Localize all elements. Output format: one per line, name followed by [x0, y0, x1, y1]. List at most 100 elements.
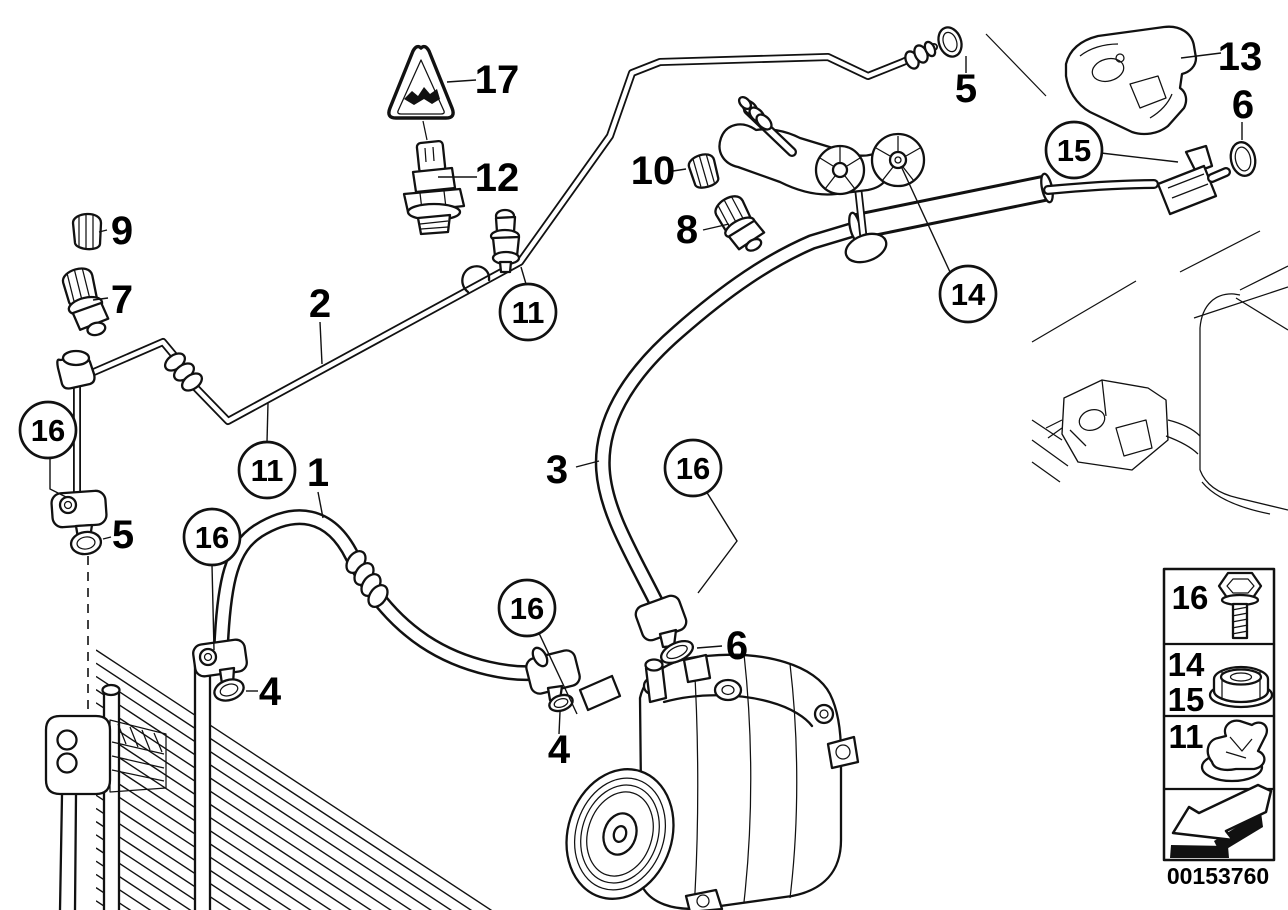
refrigerant-lines: [50, 26, 1257, 713]
callout-label[interactable]: 16: [510, 591, 544, 626]
callout-circled-16[interactable]: 16: [182, 507, 242, 567]
callout-label[interactable]: 4: [259, 670, 282, 714]
callout-leader-line: [211, 564, 215, 651]
callout-circle[interactable]: [237, 440, 297, 500]
legend-item-nut[interactable]: 14 15: [1168, 646, 1274, 718]
o-ring-6-mid: [659, 639, 695, 665]
callout-label[interactable]: 16: [31, 413, 65, 448]
callout-leader-line: [1180, 52, 1222, 59]
callout-circled-14[interactable]: 14: [938, 264, 998, 324]
callout-12[interactable]: 12: [475, 156, 520, 200]
callout-leader-line: [537, 630, 578, 715]
callout-leader-line: [446, 79, 477, 83]
callout-label[interactable]: 5: [112, 513, 134, 557]
callout-circle[interactable]: [1044, 120, 1104, 180]
callout-circle[interactable]: [182, 507, 242, 567]
callout-7[interactable]: 7: [111, 278, 133, 322]
legend-item-direction[interactable]: [1170, 783, 1273, 858]
callout-label[interactable]: 8: [676, 208, 698, 252]
callout-1[interactable]: 1: [307, 451, 329, 495]
fitting-16-hose3: [634, 594, 688, 649]
bracket-13: [1064, 25, 1198, 136]
callout-circled-11[interactable]: 11: [237, 440, 297, 500]
legend-label-14: 14: [1168, 646, 1205, 683]
callout-label[interactable]: 17: [475, 58, 520, 102]
callout-label[interactable]: 9: [111, 209, 133, 253]
callout-label[interactable]: 11: [251, 453, 284, 488]
callout-13[interactable]: 13: [1218, 35, 1263, 79]
callout-label[interactable]: 1: [307, 451, 329, 495]
callout-label[interactable]: 3: [546, 448, 568, 492]
legend-item-screw[interactable]: 16: [1172, 571, 1263, 640]
callout-3[interactable]: 3: [546, 448, 568, 492]
legend-item-clip[interactable]: 11: [1169, 718, 1269, 783]
callout-2[interactable]: 2: [309, 282, 331, 326]
service-port-junction: [718, 95, 926, 264]
callout-5[interactable]: 5: [112, 513, 134, 557]
legend-label-15: 15: [1168, 681, 1205, 718]
callout-17[interactable]: 17: [475, 58, 520, 102]
callout-circled-15[interactable]: 15: [1044, 120, 1104, 180]
callout-circle[interactable]: [18, 400, 78, 460]
callout-circle[interactable]: [663, 438, 723, 498]
callout-4[interactable]: 4: [548, 728, 571, 772]
callout-leader-line: [92, 297, 109, 301]
callout-leader-line: [319, 321, 323, 365]
drier-bracket: [44, 714, 112, 796]
callout-label[interactable]: 11: [512, 295, 545, 330]
fitting-16-left: [50, 489, 108, 540]
callout-label[interactable]: 13: [1218, 35, 1263, 79]
callout-4[interactable]: 4: [259, 670, 282, 714]
callout-circle[interactable]: [498, 282, 558, 342]
callout-circle[interactable]: [497, 578, 557, 638]
fitting-16-hose1: [525, 646, 581, 702]
callout-label[interactable]: 5: [955, 67, 977, 111]
valve-cap-9: [71, 212, 103, 251]
callout-label[interactable]: 7: [111, 278, 133, 322]
callout-leader-line: [317, 491, 324, 519]
callout-leader-line: [102, 536, 112, 540]
firewall-inset: [985, 33, 1288, 515]
callout-label[interactable]: 6: [726, 624, 748, 668]
callout-leader-line: [697, 490, 738, 594]
callout-6[interactable]: 6: [1232, 83, 1254, 127]
callout-label[interactable]: 14: [951, 277, 986, 312]
callout-leader-line: [575, 460, 600, 468]
callout-label[interactable]: 16: [195, 520, 229, 555]
condenser: [44, 556, 493, 910]
callout-5[interactable]: 5: [955, 67, 977, 111]
callout-circle[interactable]: [938, 264, 998, 324]
callout-label[interactable]: 2: [309, 282, 331, 326]
callout-label[interactable]: 6: [1232, 83, 1254, 127]
image-number: 00153760: [1167, 863, 1269, 889]
callout-label[interactable]: 16: [676, 451, 710, 486]
callout-circled-16[interactable]: 16: [497, 578, 557, 638]
o-ring-6-top-right: [1229, 141, 1257, 177]
callout-leader-line: [900, 165, 951, 273]
callout-leader-line: [1100, 152, 1179, 163]
callout-9[interactable]: 9: [111, 209, 133, 253]
callout-6[interactable]: 6: [726, 624, 748, 668]
callout-circled-16[interactable]: 16: [18, 400, 78, 460]
callout-10[interactable]: 10: [631, 149, 676, 193]
callout-circled-11[interactable]: 11: [498, 282, 558, 342]
callout-leader-line: [98, 229, 108, 233]
crush-hazard-triangle-icon: [387, 44, 455, 141]
compressor-port-boss: [682, 653, 712, 684]
compressor-pulley: [565, 768, 675, 900]
hex-bolt-icon: [1217, 571, 1263, 640]
direction-arrow-icon: [1170, 783, 1273, 858]
service-valve-8: [714, 195, 766, 252]
callout-circled-16[interactable]: 16: [663, 438, 723, 498]
callout-label[interactable]: 4: [548, 728, 571, 772]
callout-label[interactable]: 10: [631, 149, 676, 193]
callout-label[interactable]: 12: [475, 156, 520, 200]
fitting-16-condenser: [192, 638, 248, 686]
callout-8[interactable]: 8: [676, 208, 698, 252]
inset-connector-block: [1061, 379, 1169, 471]
callout-leader-line: [49, 458, 67, 498]
callout-label[interactable]: 15: [1057, 133, 1091, 168]
